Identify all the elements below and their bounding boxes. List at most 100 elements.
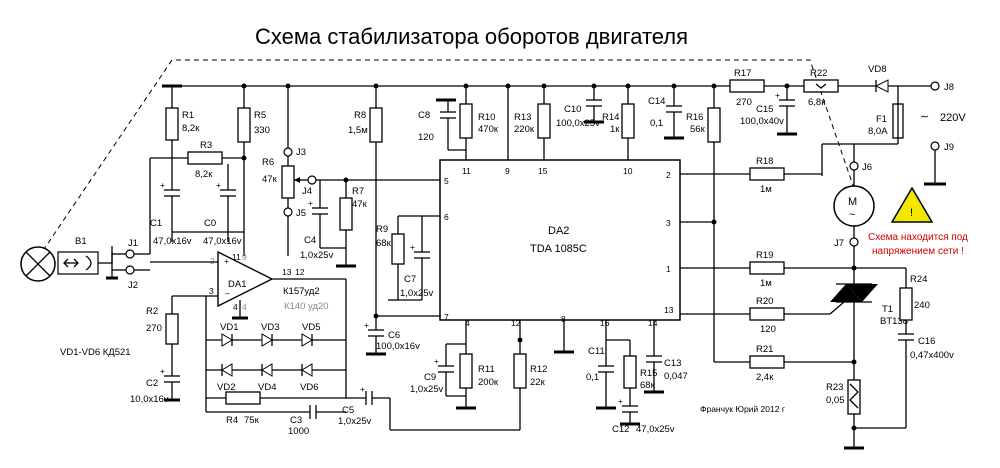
svg-text:C6: C6	[388, 330, 400, 341]
svg-text:100,0х16v: 100,0х16v	[376, 341, 420, 352]
svg-text:1к: 1к	[610, 124, 620, 135]
resistor-r16	[707, 107, 721, 143]
svg-text:1,0х25v: 1,0х25v	[400, 288, 434, 299]
svg-text:+: +	[434, 356, 439, 366]
resistor-r11	[459, 353, 473, 389]
resistor-r3	[187, 151, 223, 165]
resistor-r19	[749, 261, 785, 275]
terminal-j8	[930, 81, 940, 91]
svg-text:VD2: VD2	[217, 382, 235, 393]
terminal-j3	[283, 147, 293, 157]
svg-text:R24: R24	[910, 274, 927, 285]
svg-text:VD5: VD5	[302, 322, 320, 333]
svg-text:R17: R17	[734, 68, 751, 79]
resistor-r7	[339, 197, 353, 231]
resistor-r2	[165, 313, 179, 345]
svg-text:C11: C11	[588, 346, 605, 357]
diagram-title: Схема стабилизатора оборотов двигателя	[255, 24, 688, 49]
svg-text:200к: 200к	[478, 377, 499, 388]
svg-text:R15: R15	[640, 368, 657, 379]
svg-text:J3: J3	[296, 147, 306, 158]
svg-text:+: +	[410, 242, 415, 252]
resistor-r24	[899, 287, 913, 321]
resistor-r10	[459, 103, 473, 139]
da1-type: К157уд2	[283, 286, 320, 297]
resistor-r14	[621, 103, 635, 139]
svg-text:R2: R2	[146, 306, 158, 317]
svg-text:C2: C2	[146, 378, 158, 389]
svg-text:1,5м: 1,5м	[348, 125, 368, 136]
svg-text:C10: C10	[564, 104, 581, 115]
svg-text:1м: 1м	[760, 184, 772, 195]
mechanical-link	[37, 59, 859, 259]
ic-da2	[439, 159, 681, 321]
resistor-r9	[391, 233, 405, 265]
potentiometer-r6	[281, 165, 295, 199]
svg-text:C3: C3	[290, 415, 302, 426]
svg-text:VD4: VD4	[258, 382, 276, 393]
svg-text:F1: F1	[876, 114, 887, 125]
resistor-r5	[237, 107, 251, 143]
svg-text:VD3: VD3	[261, 322, 279, 333]
svg-text:VD1: VD1	[220, 322, 238, 333]
svg-text:6: 6	[444, 212, 449, 222]
terminal-j9	[930, 141, 940, 151]
svg-text:R8: R8	[354, 110, 366, 121]
svg-text:8: 8	[561, 314, 566, 324]
svg-text:J5: J5	[296, 208, 306, 219]
svg-text:R11: R11	[478, 364, 495, 375]
warning-icon	[890, 186, 934, 223]
svg-text:68к: 68к	[640, 380, 656, 391]
da2-type: TDA 1085C	[530, 243, 587, 255]
svg-text:8,2к: 8,2к	[195, 169, 213, 180]
svg-text:J2: J2	[128, 280, 138, 291]
warning-line-1: Схема находится под	[868, 232, 968, 243]
svg-text:1,0х25v: 1,0х25v	[338, 416, 372, 427]
svg-text:4: 4	[465, 318, 470, 328]
svg-text:2,4к: 2,4к	[756, 372, 774, 383]
svg-text:1000: 1000	[288, 426, 309, 437]
svg-text:5: 5	[444, 176, 449, 186]
svg-text:22к: 22к	[530, 377, 546, 388]
resistor-r20	[749, 307, 785, 321]
svg-text:0,05: 0,05	[826, 395, 845, 406]
svg-text:T1: T1	[882, 304, 893, 315]
svg-text:C5: C5	[342, 405, 354, 416]
svg-text:240: 240	[914, 300, 930, 311]
svg-text:!: !	[910, 207, 913, 219]
mains-voltage: 220V	[940, 112, 966, 124]
svg-text:11: 11	[462, 166, 471, 176]
svg-text:13: 13	[664, 305, 674, 315]
svg-text:2: 2	[666, 170, 671, 180]
svg-text:7: 7	[444, 312, 449, 322]
svg-text:R22: R22	[810, 68, 827, 79]
svg-text:47,0х16v: 47,0х16v	[203, 236, 242, 247]
svg-text:R16: R16	[686, 112, 703, 123]
svg-text:R14: R14	[602, 112, 619, 123]
svg-text:+: +	[364, 320, 369, 330]
svg-text:68к: 68к	[376, 238, 392, 249]
svg-text:12: 12	[511, 318, 521, 328]
svg-text:BT138: BT138	[880, 316, 908, 327]
svg-text:J1: J1	[128, 238, 138, 249]
svg-text:+: +	[360, 384, 365, 394]
svg-text:47к: 47к	[262, 174, 278, 185]
da1-alt: К140 уд20	[284, 301, 329, 312]
resistor-r23	[847, 379, 861, 415]
terminal-j5	[283, 207, 293, 217]
svg-text:R3: R3	[200, 140, 212, 151]
diode-array	[206, 333, 346, 377]
resistor-r12	[513, 353, 527, 389]
svg-text:3: 3	[666, 218, 671, 228]
svg-text:100,0х40v: 100,0х40v	[740, 116, 784, 127]
svg-text:56к: 56к	[690, 124, 706, 135]
opamp-da1	[217, 250, 274, 308]
svg-text:R6: R6	[262, 157, 274, 168]
svg-text:1,0х25v: 1,0х25v	[300, 250, 334, 261]
svg-text:6,8к: 6,8к	[808, 97, 826, 108]
svg-text:+: +	[224, 256, 229, 266]
triac-t1	[830, 283, 878, 303]
terminal-j7	[849, 237, 859, 247]
svg-text:R23: R23	[826, 382, 843, 393]
